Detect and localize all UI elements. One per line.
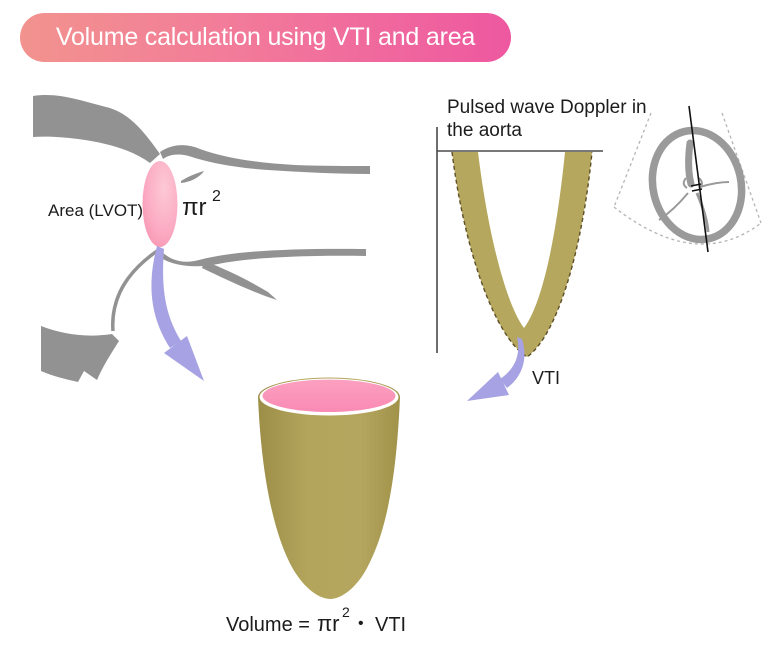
formula-exponent: 2 — [342, 604, 350, 620]
lvot-area-ellipse — [142, 161, 178, 247]
heart-valve-curl-left — [682, 177, 688, 189]
septal-wall-shape — [33, 95, 160, 163]
vti-envelope-fill — [452, 152, 592, 357]
formula-vti: VTI — [375, 614, 406, 636]
heart-left-divider — [658, 192, 689, 221]
arrow-body — [500, 337, 525, 388]
doppler-heading-line1: Pulsed wave Doppler in — [447, 97, 647, 118]
sample-volume-marker — [690, 183, 703, 192]
aorta-lower-wall-shape — [161, 248, 366, 267]
sector-left-edge — [613, 112, 652, 208]
pi-r-squared-label: πr — [182, 194, 207, 221]
papillary-muscle-wedge — [41, 326, 119, 382]
doppler-heading-line2: the aorta — [447, 120, 522, 141]
mitral-leaflet-branch — [202, 261, 277, 300]
aorta-upper-wall-shape — [160, 145, 370, 174]
area-lvot-label: Area (LVOT) — [48, 201, 143, 220]
vti-envelope-dashed-trace — [451, 151, 593, 358]
arrowhead-icon — [164, 336, 204, 381]
vti-to-cylinder-arrow — [467, 337, 525, 401]
title-banner: Volume calculation using VTI and area — [20, 13, 511, 62]
sector-right-edge — [721, 112, 762, 224]
pi-r-squared-exponent: 2 — [212, 188, 221, 205]
arrowhead-icon — [467, 372, 509, 401]
heart-right-divider — [695, 192, 710, 233]
ventricle-wall-curve — [111, 249, 159, 332]
heart-outer-wall — [648, 126, 746, 244]
cylinder-top-face — [262, 379, 396, 412]
page-title: Volume calculation using VTI and area — [55, 23, 476, 51]
heart-septum — [685, 139, 695, 188]
volume-cylinder — [258, 377, 400, 599]
arrow-body — [151, 246, 181, 348]
doppler-plot — [436, 127, 603, 358]
cylinder-body — [258, 377, 400, 599]
area-to-cylinder-arrow — [151, 246, 204, 381]
formula-dot: • — [358, 615, 364, 632]
formula-volume-equals: Volume = — [226, 614, 310, 636]
heart-outline-group — [648, 126, 746, 244]
vti-label: VTI — [532, 368, 560, 388]
formula-pi-r: πr — [317, 611, 340, 636]
heart-tricuspid-line — [699, 181, 730, 188]
lvot-anatomy-illustration — [33, 95, 370, 382]
ultrasound-sector-heart — [613, 105, 762, 253]
doppler-cursor-line — [688, 105, 709, 253]
aortic-valve-leaflet-upper — [181, 171, 204, 183]
